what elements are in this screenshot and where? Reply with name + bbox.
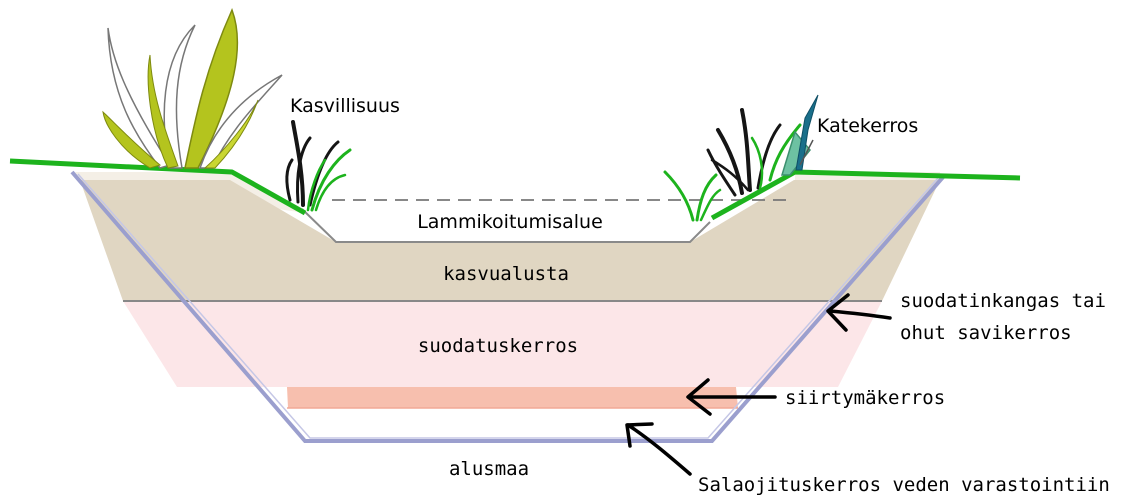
label-katekerros: Katekerros [817, 115, 918, 137]
drainage-layer [284, 408, 738, 441]
tall-plant-illustration [103, 10, 282, 168]
blue-green-leaf [796, 95, 818, 170]
label-alusmaa: alusmaa [449, 458, 529, 480]
label-kasvillisuus: Kasvillisuus [290, 95, 400, 117]
grass-clump-left [287, 122, 350, 210]
label-kasvualusta: kasvualusta [443, 263, 569, 285]
label-suodatinkangas-line2: ohut savikerros [900, 322, 1072, 344]
label-suodatuskerros: suodatuskerros [418, 335, 578, 357]
label-salaojituskerros: Salaojituskerros veden varastointiin [698, 474, 1110, 496]
label-lammikoitumisalue: Lammikoitumisalue [417, 211, 603, 233]
label-siirtymakerros: siirtymäkerros [785, 387, 945, 409]
label-suodatinkangas-line1: suodatinkangas tai [900, 290, 1106, 312]
grass-clump-mid-right [665, 172, 720, 220]
transition-layer [287, 387, 738, 408]
